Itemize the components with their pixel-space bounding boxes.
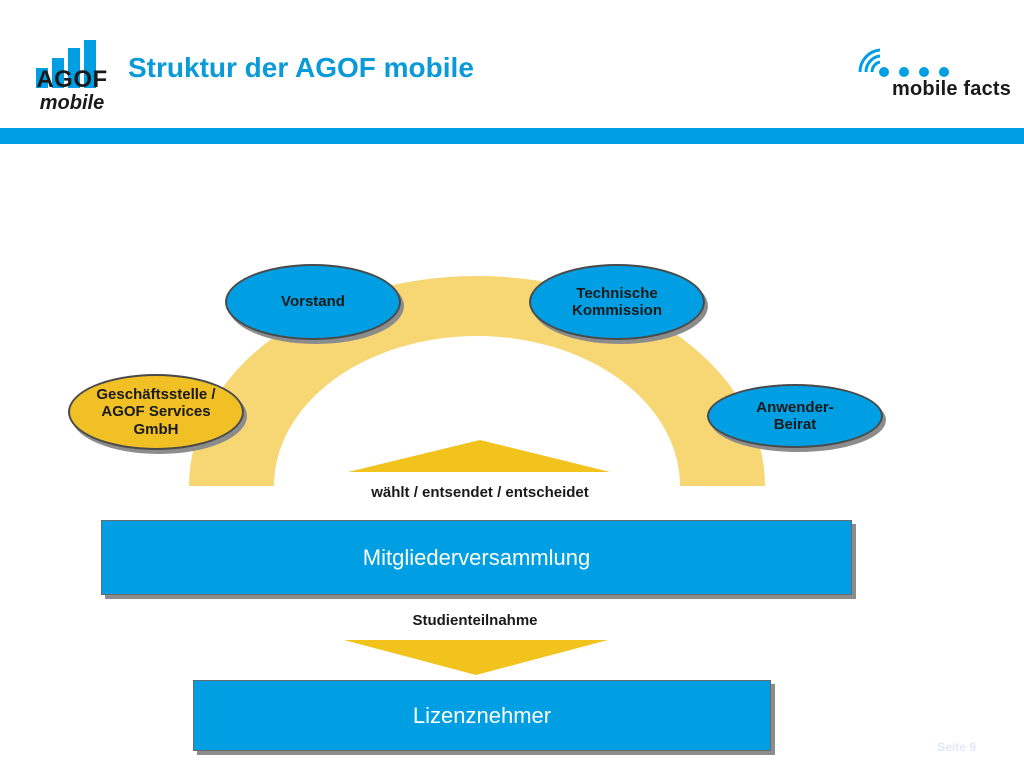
logo-bar [36,68,48,88]
node-label: Anwender- Beirat [756,398,834,433]
box-lizenznehmer: Lizenznehmer [193,680,771,751]
logo-text-mobile-facts: mobile facts [892,78,1012,100]
box-label: Mitgliederversammlung [362,544,591,570]
page-title: Struktur der AGOF mobile [128,52,474,83]
node-label: Geschäftsstelle / AGOF Services GmbH [96,386,216,438]
logo-bar [68,48,80,88]
arrow-up [348,440,610,472]
node-label: Vorstand [281,293,345,311]
node-vorstand: Vorstand [225,264,401,340]
logo-text-mobile: mobile [39,92,105,114]
agof-mobile-logo: AGOF mobile [30,22,114,118]
node-geschaeftsstelle: Geschäftsstelle / AGOF Services GmbH [68,374,244,450]
logo-text-agof: AGOF [36,66,108,93]
page-number: Seite 9 [937,740,976,754]
node-label: Technische Kommission [571,284,662,319]
header-band [0,128,1024,144]
node-anwender-beirat: Anwender- Beirat [707,384,883,448]
arrow-down [344,640,608,675]
label-studienteilnahme: Studienteilnahme [412,612,538,629]
label-waehlt-entsendet-entscheidet: wählt / entsendet / entscheidet [371,484,589,501]
box-mitgliederversammlung: Mitgliederversammlung [101,520,852,595]
mobile-facts-logo: mobile facts [852,48,1020,108]
box-label: Lizenznehmer [412,702,552,728]
node-technische-kommission: Technische Kommission [529,264,705,340]
logo-bar [84,40,96,88]
signal-dots-icon [858,48,949,77]
logo-bar [52,58,64,88]
